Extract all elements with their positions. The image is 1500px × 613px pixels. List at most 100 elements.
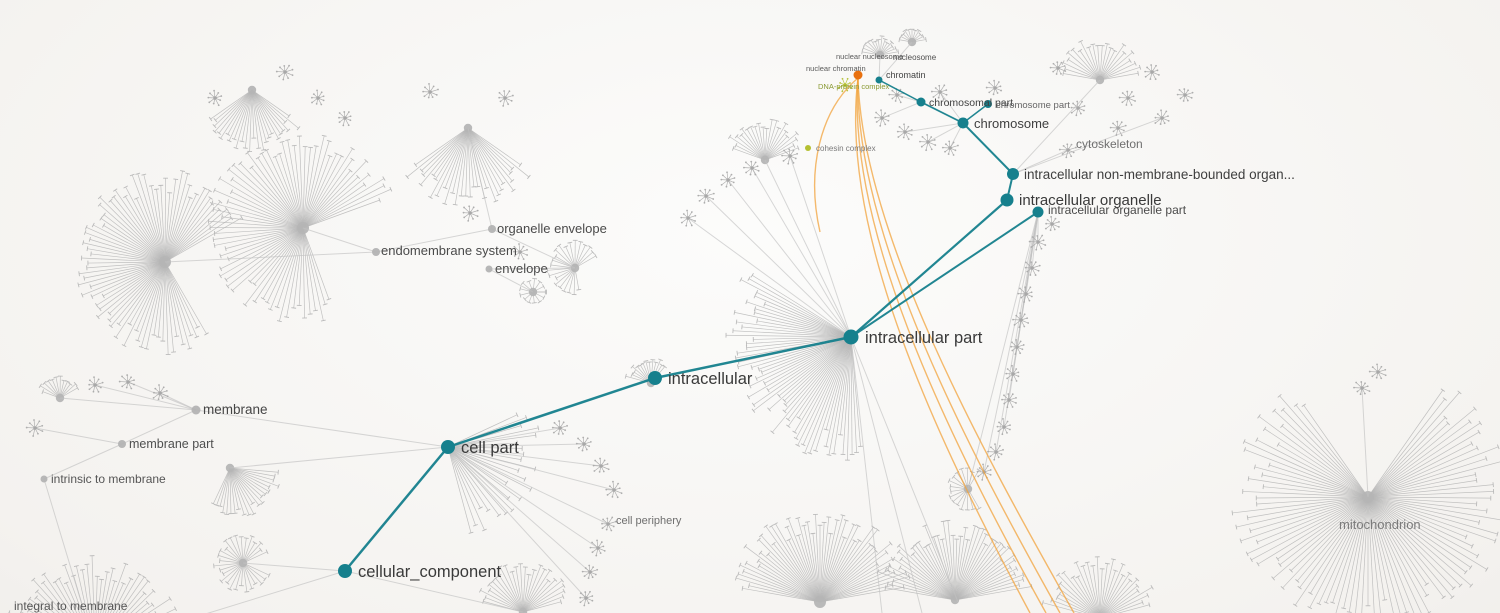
graph-node-small[interactable] [40, 475, 48, 483]
node-label-intracellular_organelle_part[interactable]: intracellular organelle part [1048, 203, 1187, 217]
graph-label[interactable]: organelle envelope [497, 221, 607, 236]
collapsed-node-cluster[interactable] [1109, 120, 1127, 137]
fan-center-node[interactable] [814, 596, 826, 608]
collapsed-node-cluster[interactable] [88, 376, 104, 393]
fan-center-node[interactable] [247, 85, 257, 95]
collapsed-node-cluster[interactable] [837, 77, 853, 93]
node-label-cell_part[interactable]: cell part [461, 439, 519, 457]
collapsed-node-cluster[interactable] [930, 84, 948, 101]
collapsed-node-cluster[interactable] [118, 374, 135, 390]
collapsed-node-cluster[interactable] [874, 109, 890, 127]
collapsed-node-cluster[interactable] [589, 539, 606, 557]
collapsed-node-cluster[interactable] [985, 79, 1003, 96]
graph-node-small[interactable] [485, 265, 493, 273]
collapsed-node-cluster[interactable] [1070, 100, 1086, 117]
graph-label[interactable]: nucleosome [893, 53, 937, 62]
collapsed-node-cluster[interactable] [575, 436, 592, 452]
collapsed-node-cluster[interactable] [579, 590, 594, 607]
collapsed-node-cluster[interactable] [996, 418, 1011, 436]
collapsed-node-cluster[interactable] [207, 89, 223, 107]
node-label-intracellular_organelle[interactable]: intracellular organelle [1019, 192, 1162, 209]
collapsed-node-cluster[interactable] [1058, 143, 1077, 159]
graph-label[interactable]: envelope [495, 261, 548, 276]
collapsed-node-cluster[interactable] [888, 88, 905, 104]
collapsed-node-cluster[interactable] [1118, 90, 1136, 106]
node-label-cellular_component[interactable]: cellular_component [358, 563, 502, 581]
graph-node-small[interactable] [191, 405, 201, 415]
graph-node-intracellular[interactable] [648, 371, 662, 385]
collapsed-node-cluster[interactable] [680, 209, 697, 227]
collapsed-node-cluster[interactable] [1044, 215, 1060, 232]
collapsed-node-cluster[interactable] [338, 111, 352, 127]
collapsed-node-cluster[interactable] [581, 564, 599, 580]
collapsed-node-cluster[interactable] [152, 384, 169, 401]
node-label-chromosome_part[interactable]: chromosome part [996, 100, 1070, 111]
graph-label[interactable]: intrinsic to membrane [51, 472, 166, 486]
collapsed-node-cluster[interactable] [1024, 261, 1041, 276]
graph-node-small[interactable] [488, 225, 496, 233]
collapsed-node-cluster[interactable] [941, 140, 959, 156]
collapsed-node-cluster[interactable] [601, 516, 617, 532]
collapsed-node-cluster[interactable] [512, 243, 529, 261]
graph-node-cellular_component[interactable] [338, 564, 352, 578]
fan-center-node[interactable] [950, 595, 960, 605]
collapsed-node-cluster[interactable] [1017, 286, 1033, 303]
collapsed-node-cluster[interactable] [720, 171, 736, 188]
graph-node-green_complex_node[interactable] [805, 145, 811, 151]
collapsed-node-cluster[interactable] [1176, 88, 1194, 102]
collapsed-node-cluster[interactable] [1049, 61, 1067, 75]
collapsed-node-cluster[interactable] [1001, 393, 1017, 409]
collapsed-node-cluster[interactable] [25, 419, 44, 437]
graph-label[interactable]: integral to membrane [14, 599, 128, 613]
graph-label[interactable]: DNA-protein complex [818, 82, 890, 91]
graph-node-small[interactable] [118, 440, 126, 448]
graph-label[interactable]: endomembrane system [381, 243, 517, 258]
collapsed-node-cluster[interactable] [781, 148, 799, 165]
graph-label[interactable]: cytoskeleton [1076, 137, 1143, 151]
graph-node-intracellular_nmb_organelle[interactable] [1007, 168, 1019, 180]
graph-label[interactable]: mitochondrion [1339, 517, 1421, 532]
collapsed-node-cluster[interactable] [1154, 109, 1170, 125]
collapsed-node-cluster[interactable] [896, 123, 913, 141]
graph-label[interactable]: nuclear chromatin [806, 64, 866, 73]
collapsed-node-cluster[interactable] [1010, 338, 1025, 356]
collapsed-node-cluster[interactable] [462, 205, 479, 222]
collapsed-node-cluster[interactable] [422, 82, 439, 99]
collapsed-node-cluster[interactable] [498, 90, 514, 107]
node-label-intracellular_nmb_organelle[interactable]: intracellular non-membrane-bounded organ… [1024, 167, 1295, 182]
graph-node-small[interactable] [372, 248, 380, 256]
collapsed-node-cluster[interactable] [1028, 234, 1047, 251]
collapsed-node-cluster[interactable] [1005, 364, 1020, 382]
collapsed-node-cluster[interactable] [605, 480, 623, 499]
collapsed-node-cluster[interactable] [1144, 64, 1160, 81]
graph-label[interactable]: cell periphery [616, 515, 682, 527]
collapsed-node-cluster[interactable] [275, 64, 294, 81]
graph-node-chromosomal_part[interactable] [916, 97, 926, 107]
node-label-intracellular_part[interactable]: intracellular part [865, 329, 983, 347]
node-label-intracellular[interactable]: intracellular [668, 370, 753, 388]
graph-node-intracellular_part[interactable] [843, 329, 859, 345]
collapsed-node-cluster[interactable] [919, 133, 937, 152]
graph-node-chromatin[interactable] [875, 76, 883, 84]
graph-node-chromosome[interactable] [957, 117, 969, 129]
graph-label[interactable]: cohesin complex [816, 144, 876, 153]
collapsed-node-cluster[interactable] [987, 443, 1004, 461]
graph-node-intracellular_organelle_part[interactable] [1032, 206, 1044, 218]
collapsed-node-cluster[interactable] [310, 89, 325, 106]
fan-center-node[interactable] [463, 123, 473, 133]
graph-node-nuclear_chromatin_node[interactable] [853, 70, 863, 80]
graph-node-chromosome_part[interactable] [984, 100, 992, 108]
graph-label[interactable]: nuclear nucleosome [836, 52, 903, 61]
collapsed-node-cluster[interactable] [1353, 381, 1371, 396]
graph-label[interactable]: membrane part [129, 437, 214, 451]
collapsed-node-cluster[interactable] [592, 457, 610, 473]
collapsed-node-cluster[interactable] [551, 420, 569, 435]
node-label-chromosome[interactable]: chromosome [974, 116, 1049, 131]
collapsed-node-cluster[interactable] [1012, 312, 1030, 329]
graph-label[interactable]: membrane [203, 402, 268, 417]
collapsed-node-cluster[interactable] [697, 188, 715, 204]
node-label-chromatin[interactable]: chromatin [886, 70, 926, 80]
graph-node-intracellular_organelle[interactable] [1000, 193, 1014, 207]
